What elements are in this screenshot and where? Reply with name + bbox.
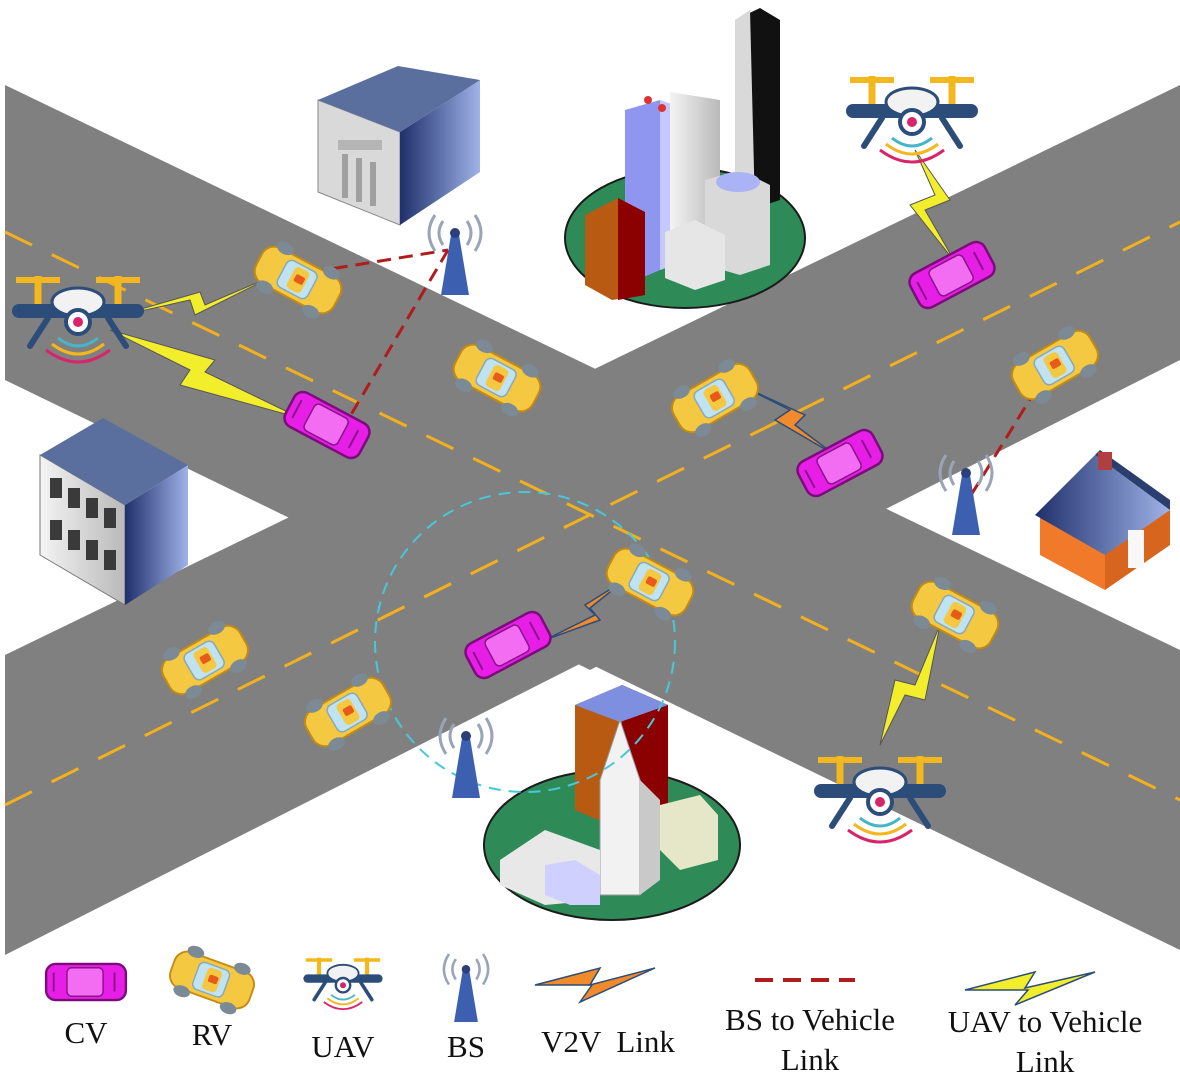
- links: [109, 149, 1050, 746]
- legend-label: RV: [192, 1017, 233, 1052]
- legend-label-line1: BS to Vehicle: [725, 1002, 895, 1037]
- uav-link: [879, 624, 941, 746]
- legend-label: CV: [64, 1015, 108, 1050]
- legend-item-bs: BS: [442, 952, 490, 1064]
- legend-item-uav: UAV: [303, 958, 382, 1064]
- city-skyline: [564, 8, 806, 309]
- drone-icon: [846, 76, 978, 162]
- drone-icon: [303, 958, 382, 1010]
- legend-item-bs-link: BS to Vehicle Link: [725, 978, 895, 1077]
- antenna-icon: [442, 952, 490, 1024]
- legend-label-line1: UAV to Vehicle: [948, 1004, 1143, 1039]
- car-icon: [162, 939, 262, 1021]
- lane-marking-nw-se: [4, 230, 1180, 802]
- legend-label-line2: Link: [781, 1042, 840, 1077]
- legend-label: BS: [447, 1029, 485, 1064]
- legend-item-v2v: V2V Link: [534, 966, 675, 1059]
- legend-label: UAV: [311, 1029, 375, 1064]
- bs-link: [340, 249, 450, 431]
- intersection: [290, 300, 880, 670]
- lightning-icon: [964, 970, 1096, 1006]
- legend-item-uav-link: UAV to Vehicle Link: [948, 970, 1143, 1079]
- buildings: [39, 8, 1170, 921]
- antenna-icon: [427, 213, 483, 297]
- legend: CV RV UAV BS V2V Link BS to Vehicle Link…: [44, 939, 1143, 1079]
- legend-item-rv: RV: [162, 939, 262, 1052]
- office-building: [39, 418, 188, 606]
- bank-building: [317, 66, 480, 226]
- car-icon: [44, 962, 128, 1002]
- legend-label: V2V Link: [541, 1024, 675, 1059]
- lane-marking-sw-ne: [4, 220, 1180, 807]
- church: [483, 685, 741, 921]
- legend-item-cv: CV: [44, 962, 128, 1050]
- legend-label-line2: Link: [1016, 1044, 1075, 1079]
- house: [1035, 450, 1170, 590]
- coverage-area: [374, 491, 676, 793]
- lightning-icon: [534, 966, 656, 1004]
